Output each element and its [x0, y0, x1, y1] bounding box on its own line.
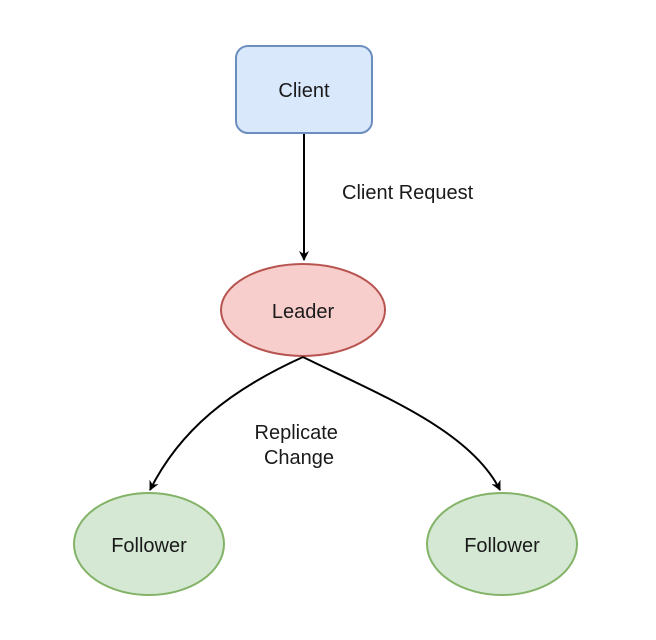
leader-to-follower-left-arrow — [149, 356, 304, 491]
follower-right-label: Follower — [464, 535, 540, 557]
follower-left-node: Follower — [73, 492, 225, 596]
replicate-change-line-2: Change — [264, 447, 334, 469]
follower-right-ellipse — [426, 492, 578, 596]
replicate-change-label: Replicate Change — [255, 422, 344, 469]
leader-to-follower-right-arrow — [302, 356, 501, 491]
client-box — [235, 45, 373, 134]
follower-left-ellipse — [73, 492, 225, 596]
client-request-label: Client Request — [342, 182, 474, 204]
client-label: Client — [278, 80, 330, 102]
leader-label: Leader — [272, 301, 335, 323]
follower-left-label: Follower — [111, 535, 187, 557]
leader-ellipse — [220, 263, 386, 357]
leader-node: Leader — [220, 263, 386, 357]
replicate-change-line-1: Replicate — [255, 422, 338, 444]
follower-right-node: Follower — [426, 492, 578, 596]
client-node: Client — [235, 45, 373, 134]
